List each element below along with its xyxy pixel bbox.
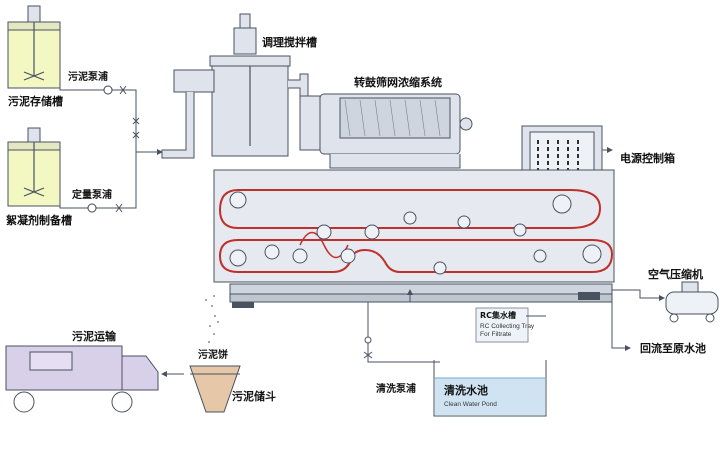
rc-collecting-tray: [475, 307, 546, 343]
clean-water-pond: [433, 360, 547, 417]
belt-press-frame: [213, 169, 615, 308]
drum-screen-thickener: [299, 93, 473, 169]
mixing-tank: [161, 13, 309, 159]
mixing-tank-label: 调理搅拌槽: [262, 35, 317, 49]
sludge-cake-label: 污泥饼: [198, 348, 228, 361]
return-to-pool-label: 回流至原水池: [640, 341, 706, 355]
flocculant-tank: [7, 127, 61, 207]
sludge-cake-drop: [205, 295, 219, 351]
return-pipe: [611, 300, 631, 351]
clean-pool-en: Clean Water Pond: [444, 401, 497, 408]
sludge-hopper: [189, 365, 241, 413]
wash-piping: [363, 289, 440, 363]
sludge-storage-tank: [7, 5, 61, 89]
drum-screen-label: 转鼓筛网浓缩系统: [354, 75, 442, 89]
air-compressor: [612, 281, 719, 323]
rc-tray-en1: RC Collecting Tray: [480, 323, 535, 330]
sludge-pump-icon: [103, 85, 113, 95]
dosing-pump-label: 定量泵浦: [72, 188, 112, 201]
rc-tray-cn: RC集水槽: [480, 310, 516, 320]
sludge-hopper-label: 污泥储斗: [232, 389, 276, 403]
sludge-truck: [5, 345, 184, 413]
rc-tray-en2: For Filtrate: [480, 331, 512, 338]
sludge-pump-label: 污泥泵浦: [68, 70, 108, 83]
sludge-storage-tank-label: 污泥存储槽: [8, 94, 63, 108]
wash-pump-label: 清洗泵浦: [376, 382, 416, 395]
dosing-pump-icon: [87, 203, 97, 213]
air-compressor-label: 空气压缩机: [648, 267, 703, 281]
flocculant-tank-label: 絮凝剂制备槽: [6, 213, 72, 227]
sludge-transport-label: 污泥运输: [72, 329, 117, 343]
control-box-label: 电源控制箱: [620, 151, 675, 165]
clean-pool-cn: 清洗水池: [444, 383, 488, 397]
